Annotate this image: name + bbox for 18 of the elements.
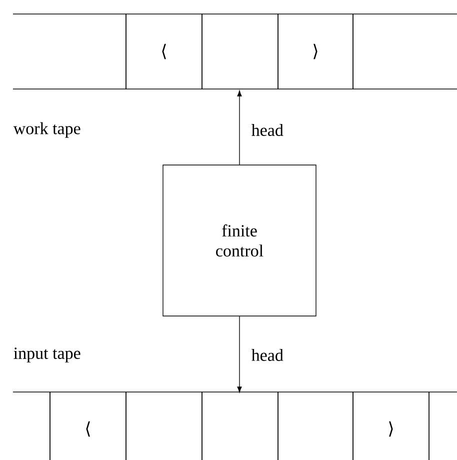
edge-label: head — [252, 349, 284, 361]
tape-cell — [278, 392, 354, 460]
tape-cell — [126, 392, 202, 460]
tape-cell — [202, 14, 278, 90]
arrow — [237, 316, 242, 392]
control-box: finite control — [162, 164, 316, 316]
tape-label: work tape — [13, 122, 80, 138]
tape-cell — [202, 392, 278, 460]
tape-cell — [352, 14, 457, 90]
tape-cell — [428, 392, 457, 460]
edge-label: head — [252, 124, 284, 136]
tape-cell: ⟩ — [352, 392, 430, 460]
tape-label: input tape — [14, 348, 80, 362]
arrow — [237, 90, 242, 165]
tape-cell: ⟨ — [50, 392, 126, 460]
tape-cell — [12, 14, 126, 90]
tape-cell: ⟨ — [126, 14, 202, 90]
tape-cell: ⟩ — [278, 14, 354, 90]
